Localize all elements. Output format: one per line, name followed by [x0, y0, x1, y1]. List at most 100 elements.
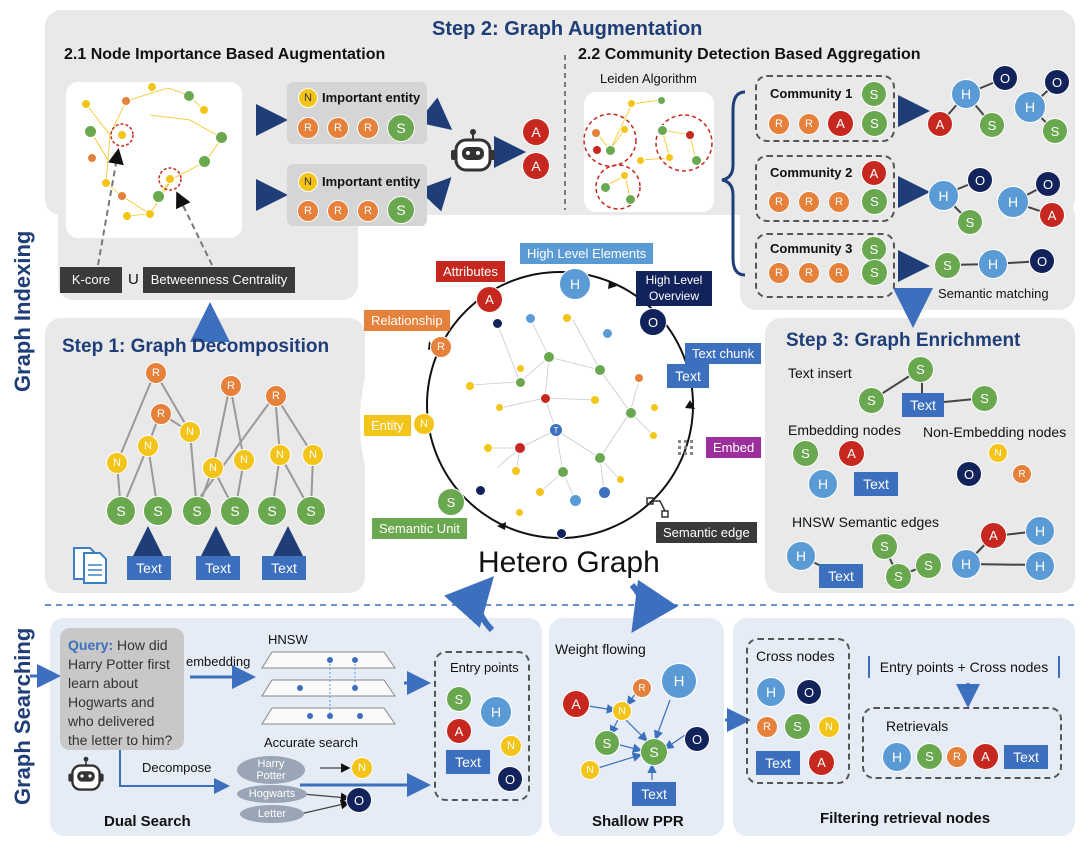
small-node	[515, 508, 524, 517]
leiden-label: Leiden Algorithm	[600, 71, 697, 86]
small-node	[525, 313, 536, 324]
overview-node: O	[1044, 69, 1070, 95]
relationship-node: R	[798, 113, 820, 135]
small-node	[535, 487, 545, 497]
small-node	[600, 182, 611, 193]
entity-node: N	[612, 701, 632, 721]
text-chunk-tag: Text chunk	[685, 343, 762, 364]
attribute-node: A	[1039, 202, 1065, 228]
high-level-node: H	[928, 180, 959, 211]
small-node	[620, 125, 629, 134]
hetero-graph-title: Hetero Graph	[478, 546, 660, 579]
semantic-unit-node: S	[182, 496, 212, 526]
small-node	[562, 313, 572, 323]
entity-node: N	[179, 421, 201, 443]
semantic-unit-node: S	[934, 252, 961, 279]
entity-node: N	[106, 452, 128, 474]
robot-icon	[66, 756, 106, 796]
graph-searching-title: Graph Searching	[10, 627, 35, 805]
small-node	[198, 155, 211, 168]
overview-node: O	[346, 787, 372, 813]
semantic-unit-node: S	[387, 114, 415, 142]
relationship-node: R	[145, 362, 167, 384]
small-node	[495, 403, 504, 412]
text-node: Text	[446, 750, 490, 774]
relationship-node: R	[327, 117, 349, 139]
entity-node: N	[233, 449, 255, 471]
semantic-unit-node: S	[907, 356, 934, 383]
entity-node: N	[988, 443, 1008, 463]
small-node	[147, 82, 157, 92]
small-node	[515, 377, 526, 388]
union-symbol: U	[128, 271, 139, 288]
semantic-unit-node: S	[446, 686, 472, 712]
retrievals-label: Retrievals	[886, 718, 949, 734]
embedding-nodes-label: Embedding nodes	[788, 422, 901, 438]
attribute-node: A	[980, 522, 1007, 549]
high-level-node: H	[808, 469, 838, 499]
semantic-unit-node: S	[861, 110, 888, 137]
relationship-node: R	[430, 336, 452, 358]
filtering-title: Filtering retrieval nodes	[820, 810, 991, 827]
semantic-unit-node: S	[1042, 118, 1068, 144]
hnsw-image-frame	[258, 646, 398, 728]
entry-plus-cross-label: Entry points + Cross nodes	[868, 656, 1060, 678]
semantic-unit-node: S	[143, 496, 173, 526]
relationship-node: R	[768, 113, 790, 135]
small-node	[215, 131, 228, 144]
relationship-node: R	[150, 403, 172, 425]
relationship-node: R	[756, 716, 778, 738]
small-node	[616, 475, 625, 484]
overview-line-2: Overview	[648, 289, 699, 303]
semantic-unit-node: S	[387, 196, 415, 224]
small-node	[483, 443, 493, 453]
semantic-unit-node: S	[792, 440, 819, 467]
small-node	[101, 178, 111, 188]
community-3-label: Community 3	[770, 241, 853, 256]
entity-node: N	[298, 88, 318, 108]
attribute-node: A	[861, 160, 887, 186]
small-node	[122, 211, 132, 221]
small-node	[183, 90, 195, 102]
relationship-node: R	[828, 191, 850, 213]
query-box: Query: How did Harry Potter first learn …	[60, 628, 184, 750]
semantic-edge-icon	[646, 497, 670, 519]
small-node	[117, 191, 127, 201]
entity-node: N	[298, 172, 318, 192]
attributes-tag: Attributes	[436, 261, 505, 282]
attribute-node: A	[838, 440, 865, 467]
high-level-elements-tag: High Level Elements	[520, 243, 654, 264]
small-node	[685, 130, 695, 140]
entity-node: N	[269, 444, 291, 466]
potter-line: Potter	[256, 770, 286, 782]
semantic-unit-node: S	[915, 552, 942, 579]
semantic-unit-node: S	[861, 81, 887, 107]
relationship-node: R	[798, 262, 820, 284]
small-node	[84, 125, 97, 138]
community-2-box	[755, 155, 895, 222]
entity-node: N	[500, 735, 522, 757]
relationship-node: R	[297, 200, 319, 222]
harry-line: Harry	[257, 758, 285, 770]
overview-node: O	[497, 766, 523, 792]
small-node	[591, 128, 601, 138]
small-node	[540, 393, 551, 404]
cross-nodes-label: Cross nodes	[756, 648, 835, 664]
small-node	[569, 494, 582, 507]
step3-title: Step 3: Graph Enrichment	[786, 330, 1021, 351]
step1-title: Step 1: Graph Decomposition	[62, 336, 330, 357]
small-node	[152, 190, 165, 203]
semantic-unit-node: S	[861, 259, 888, 286]
query-text: How did Harry Potter first learn about H…	[68, 637, 173, 748]
shallow-ppr-title: Shallow PPR	[592, 813, 684, 830]
semantic-unit-tag: Semantic Unit	[372, 518, 467, 539]
small-node	[620, 171, 629, 180]
small-node: T	[549, 423, 563, 437]
relationship-node: R	[265, 385, 287, 407]
relationship-tag: Relationship	[364, 310, 450, 331]
small-node	[511, 466, 521, 476]
attribute-node: A	[562, 690, 590, 718]
high-level-node: H	[480, 696, 512, 728]
entry-points-label: Entry points	[450, 660, 519, 675]
attribute-node: A	[927, 111, 953, 137]
